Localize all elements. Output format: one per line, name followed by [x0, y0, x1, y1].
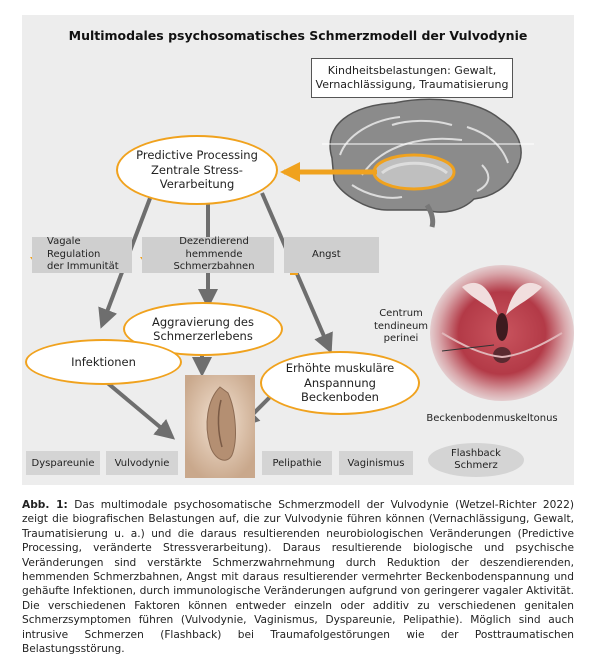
childhood-stress-box: Kindheitsbelastungen: Gewalt, Vernachläs…: [311, 58, 513, 98]
predictive-processing-oval: Predictive Processing Zentrale Stress- V…: [116, 135, 278, 205]
vagal-regulation-line: der Immunität: [47, 261, 119, 273]
centrum-tendineum-label: Centrum tendineum perinei: [366, 308, 436, 346]
flashback-pain-oval: Flashback Schmerz: [428, 443, 524, 477]
descending-pathways-box: Dezendierend hemmende Schmerzbahnen: [142, 236, 274, 273]
aggravation-line: Schmerzerlebens: [153, 329, 253, 343]
muscle-tension-line: Erhöhte muskuläre: [285, 361, 395, 376]
aggravation-line: Aggravierung des: [152, 314, 254, 329]
predictive-processing-line: Verarbeitung: [159, 177, 235, 192]
caption-text: Das multimodale psychosomatische Schmerz…: [22, 499, 575, 656]
diagram-panel: Multimodales psychosomatisches Schmerzmo…: [22, 15, 574, 485]
muscle-tension-line: Anspannung: [304, 375, 376, 390]
flashback-line: Schmerz: [454, 460, 498, 471]
infections-oval: Infektionen: [25, 339, 182, 385]
muscle-tension-oval: Erhöhte muskuläre Anspannung Beckenboden: [260, 351, 420, 415]
pelvic-floor-illustration: [430, 265, 574, 401]
predictive-processing-line: Zentrale Stress-: [151, 162, 243, 177]
anxiety-box: Angst: [284, 237, 379, 273]
flashback-line: Flashback: [451, 448, 501, 459]
centrum-line: tendineum: [373, 320, 429, 332]
figure-caption: Abb. 1: Das multimodale psychosomatische…: [22, 498, 574, 656]
diagram-title: Multimodales psychosomatisches Schmerzmo…: [68, 28, 528, 43]
pelvic-floor-tonus-label: Beckenbodenmuskeltonus: [426, 413, 558, 424]
vagal-regulation-line: Vagale Regulation: [47, 236, 101, 260]
descending-pathways-line: Schmerzbahnen: [173, 261, 255, 273]
vagal-regulation-box: Vagale Regulation der Immunität: [32, 236, 132, 273]
symptom-pelipathie: Pelipathie: [262, 451, 332, 475]
symptom-vaginismus: Vaginismus: [339, 451, 413, 475]
centrum-line: perinei: [383, 333, 419, 344]
muscle-tension-line: Beckenboden: [301, 390, 379, 405]
centrum-line: Centrum: [379, 308, 423, 319]
vulva-photo: [185, 375, 255, 478]
brain-illustration: [322, 98, 534, 228]
childhood-stress-text: Kindheitsbelastungen: Gewalt, Vernachläs…: [315, 63, 509, 91]
symptom-vulvodynie: Vulvodynie: [106, 451, 178, 475]
caption-label: Abb. 1:: [22, 499, 68, 511]
symptom-dyspareunie: Dyspareunie: [26, 451, 100, 475]
descending-pathways-line: Dezendierend hemmende: [179, 236, 249, 260]
anxiety-label: Angst: [312, 248, 341, 260]
infections-label: Infektionen: [71, 354, 136, 369]
predictive-processing-line: Predictive Processing: [136, 148, 258, 163]
